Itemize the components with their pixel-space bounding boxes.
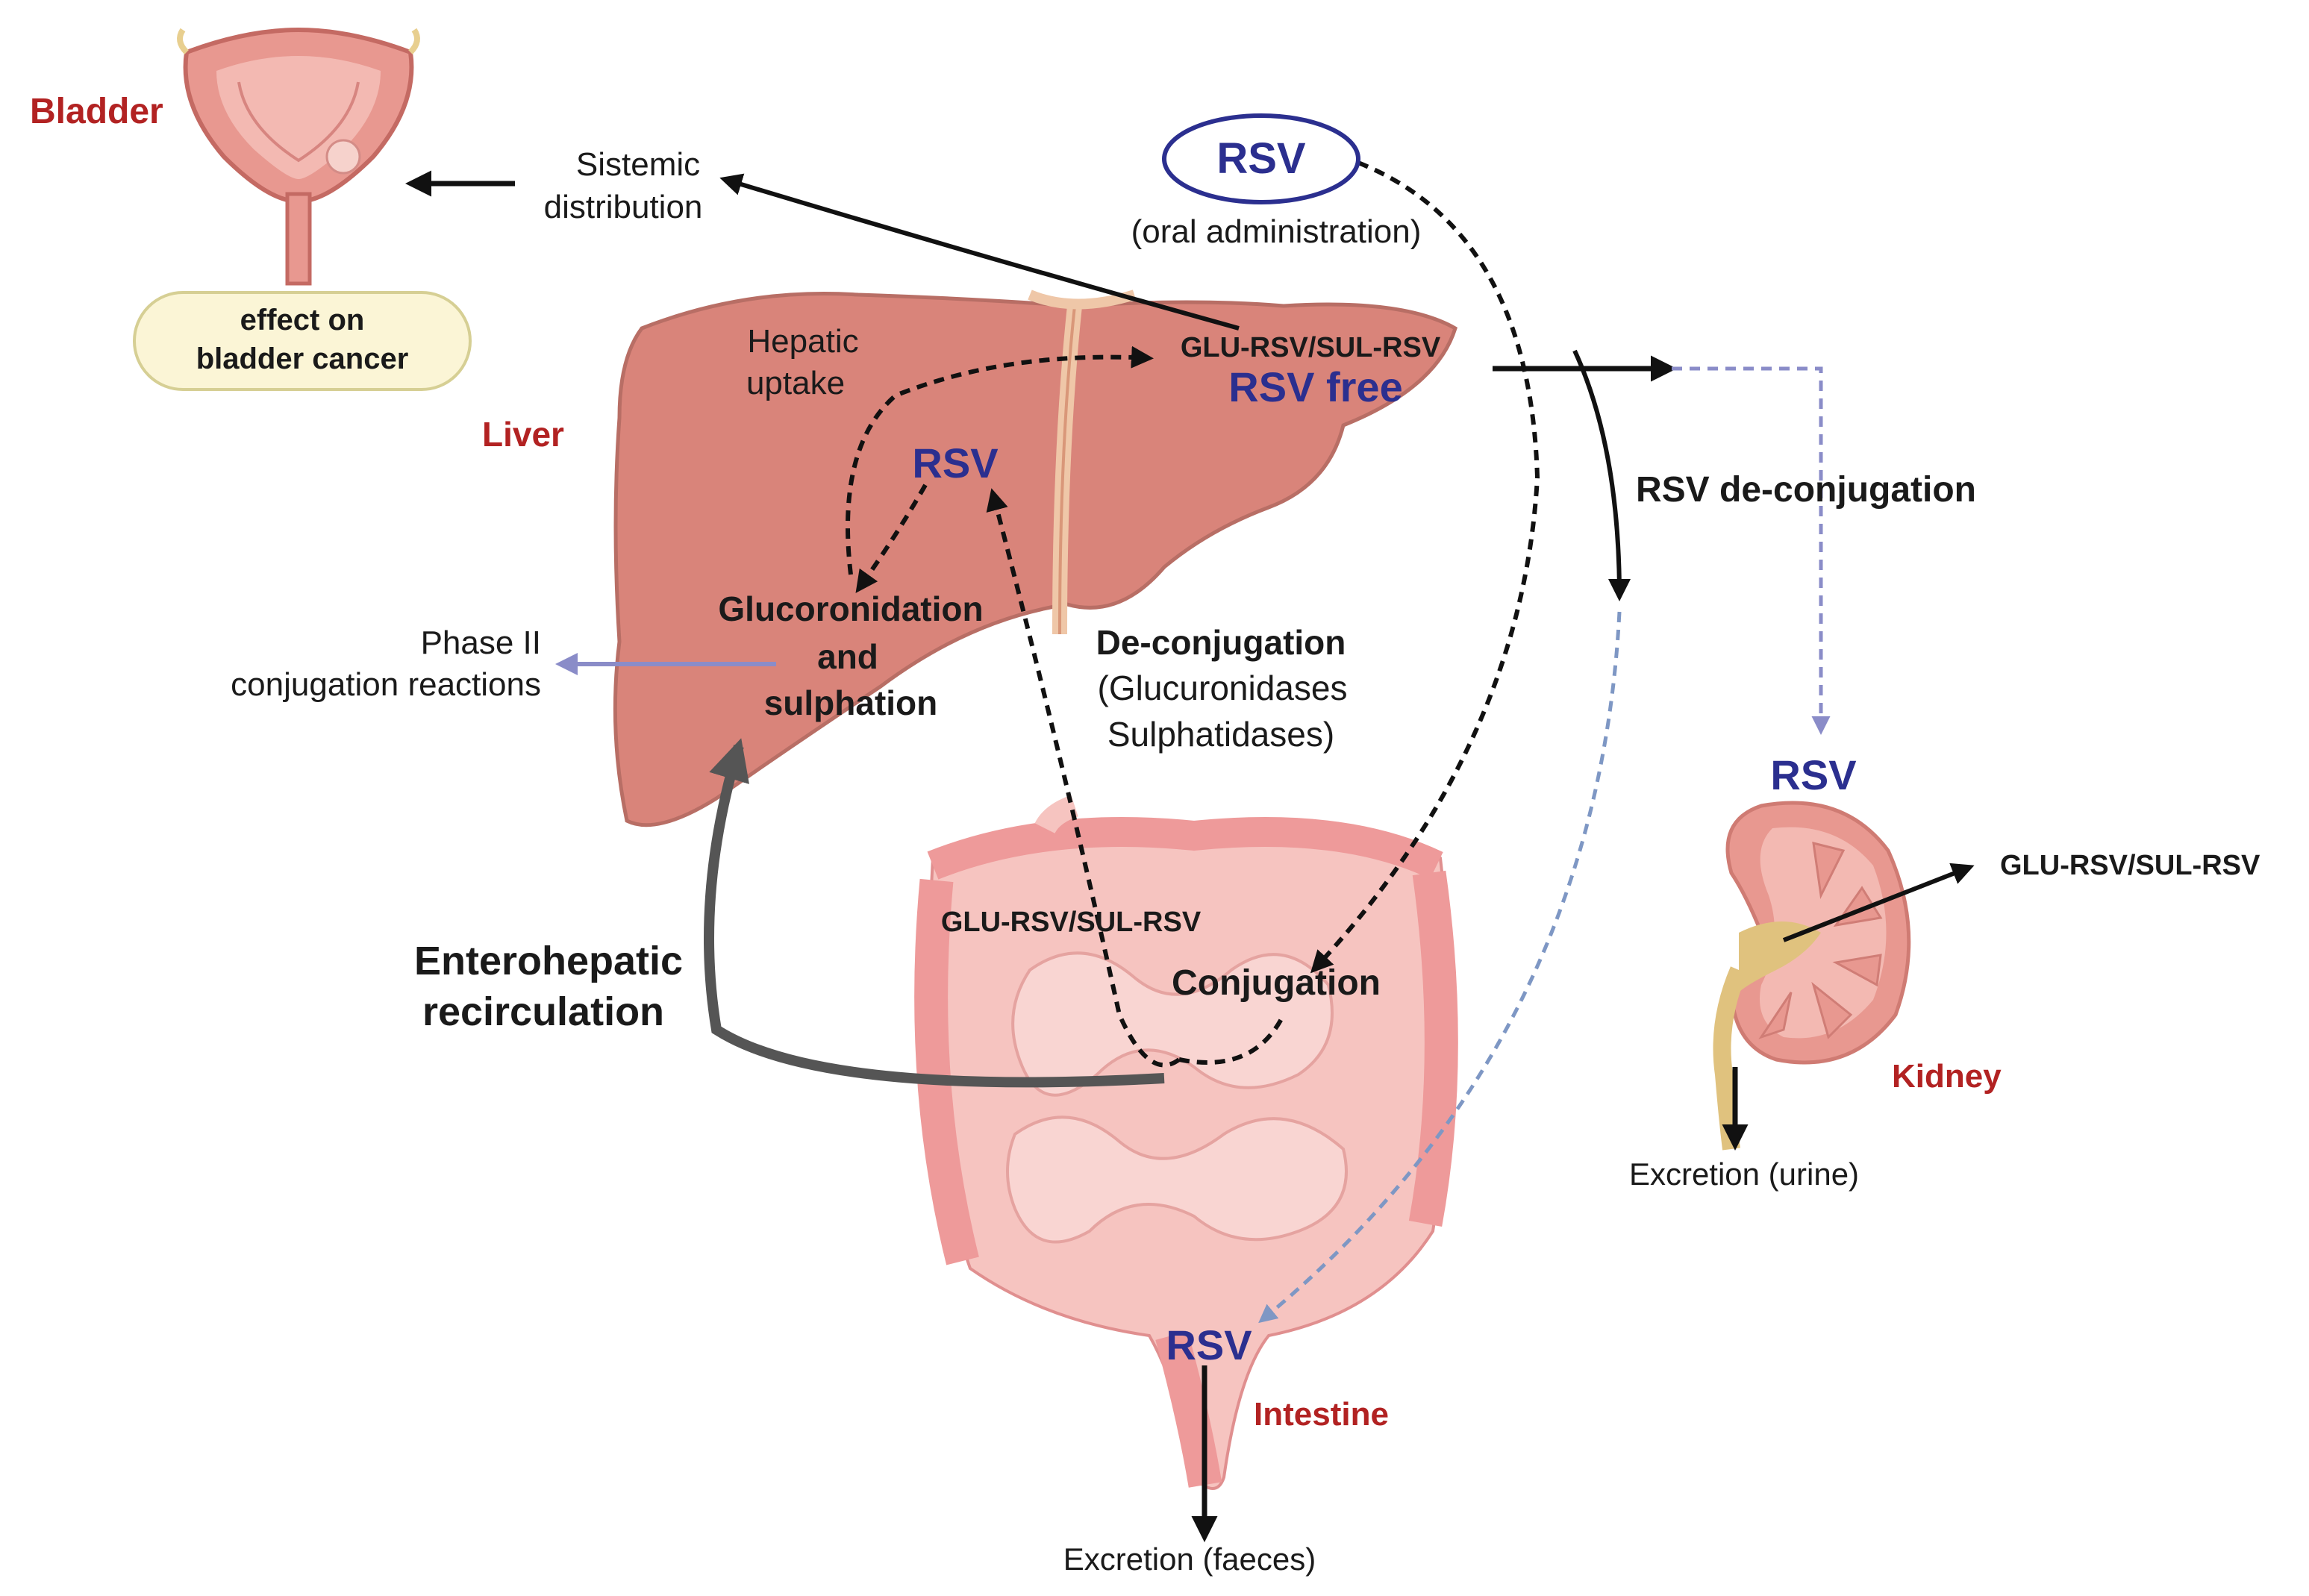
conjugation-label: Conjugation (1172, 963, 1381, 1003)
glu-sul-kidney-label: GLU-RSV/SUL-RSV (2000, 850, 2260, 881)
kidney-illustration (1713, 801, 1911, 1151)
arrow-rsv-deconjugation (1572, 349, 1631, 601)
kidney-label: Kidney (1892, 1058, 2002, 1095)
arrow-deconjugation-to-rsv (986, 488, 1181, 1068)
bladder-label: Bladder (30, 92, 163, 131)
gluco-line3: sulphation (764, 683, 938, 722)
sistemic-label-line2: distribution (544, 189, 703, 225)
rsv-intestine-label: RSV (1166, 1321, 1252, 1368)
arrow-conjugation-loop (1178, 1013, 1286, 1065)
hepatic-uptake-line2: uptake (746, 365, 845, 401)
deconjugation-line3: Sulphatidases) (1107, 715, 1334, 754)
gluco-line2: and (817, 637, 878, 676)
enterohepatic-line2: recirculation (422, 989, 664, 1034)
arrow-liver-to-systemic (719, 173, 1240, 331)
deconjugation-line1: De-conjugation (1096, 623, 1346, 662)
arrow-enterohepatic (704, 738, 1165, 1088)
rsv-deconjugation-label: RSV de-conjugation (1636, 470, 1976, 510)
excretion-urine-label: Excretion (urine) (1629, 1157, 1859, 1192)
arrow-rsv-to-gluco (855, 484, 928, 593)
arrow-to-kidney (1672, 366, 1831, 735)
effect-on-bladder-cancer-box: effect on bladder cancer (133, 291, 472, 391)
effect-label-line1: effect on (240, 304, 365, 337)
rsv-liver-label: RSV (912, 439, 998, 486)
rsv-oral-label: RSV (1216, 134, 1306, 183)
oral-administration-label: (oral administration) (1131, 213, 1422, 250)
intestine-illustration (914, 795, 1458, 1490)
sistemic-label-line1: Sistemic (576, 146, 700, 183)
rsv-oral-ellipse (1162, 113, 1360, 204)
bladder-illustration (177, 27, 420, 286)
gluco-line1: Glucoronidation (718, 589, 983, 628)
effect-label-line2: bladder cancer (196, 342, 409, 375)
intestine-label: Intestine (1254, 1396, 1389, 1433)
rsv-kidney-label: RSV (1770, 751, 1856, 798)
enterohepatic-line1: Enterohepatic (414, 939, 683, 983)
liver-illustration (613, 290, 1457, 827)
liver-label: Liver (482, 415, 564, 454)
deconjugation-line2: (Glucuronidases (1098, 669, 1348, 707)
arrow-kidney-out (1782, 863, 1975, 942)
phase-ii-line2: conjugation reactions (231, 666, 541, 703)
glu-sul-liver-label: GLU-RSV/SUL-RSV (1181, 332, 1441, 363)
rsv-free-label: RSV free (1228, 363, 1402, 410)
hepatic-uptake-line1: Hepatic (747, 323, 858, 360)
excretion-faeces-label: Excretion (faeces) (1063, 1542, 1316, 1577)
glu-sul-intestine-label: GLU-RSV/SUL-RSV (941, 907, 1202, 938)
arrow-gluco-to-conjugates (846, 345, 1154, 575)
phase-ii-line1: Phase II (421, 625, 541, 661)
